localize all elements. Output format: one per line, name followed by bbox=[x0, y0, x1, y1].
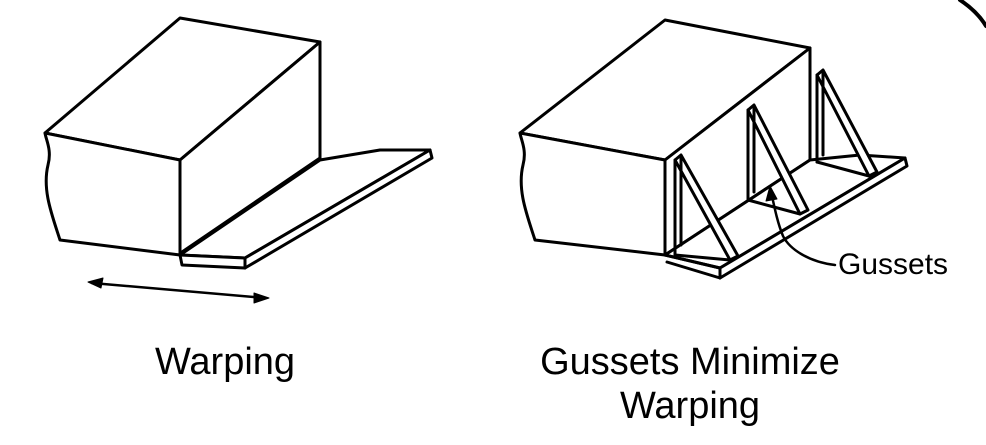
warping-caption: Warping bbox=[100, 340, 350, 384]
left-block bbox=[43, 16, 322, 257]
frame-corner-arc bbox=[958, 0, 986, 28]
caption-line-2: Warping bbox=[619, 385, 761, 427]
gussets-label: Gussets bbox=[838, 248, 949, 281]
gussets-callout-arrow bbox=[765, 185, 837, 267]
left-flange bbox=[178, 148, 434, 270]
gusset-3 bbox=[815, 68, 879, 178]
gussets-minimize-warping-caption: Gussets Minimize Warping bbox=[510, 340, 870, 428]
gusset-1 bbox=[673, 153, 740, 262]
warping-arrow bbox=[87, 277, 270, 304]
gusset-2 bbox=[746, 103, 810, 216]
caption-line-1: Gussets Minimize bbox=[540, 341, 840, 383]
warping-caption-text: Warping bbox=[154, 341, 296, 383]
